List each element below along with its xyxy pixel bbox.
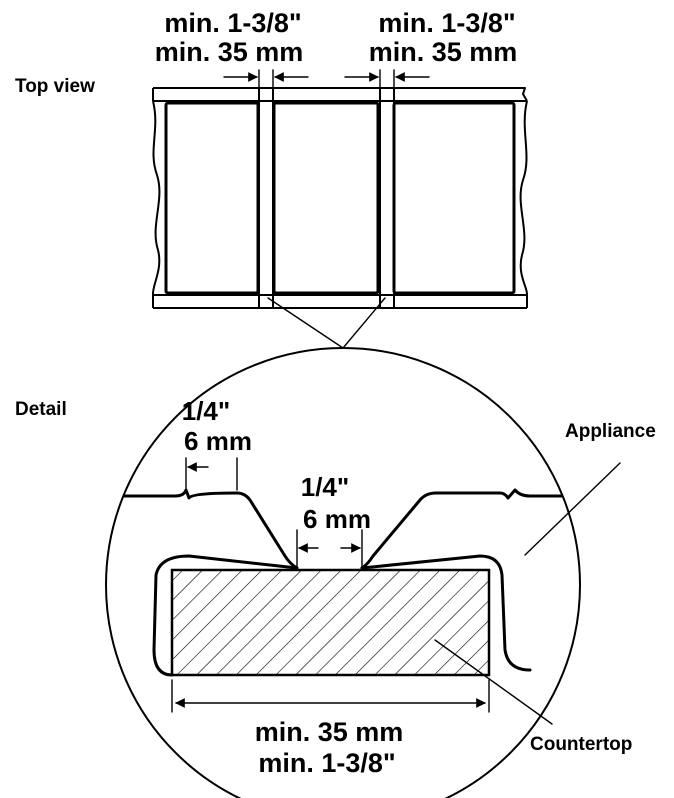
detail-dim-top-left-line2: 6 mm xyxy=(184,426,252,456)
detail-dim-top-left-arrows xyxy=(185,457,238,491)
top-dim-left-line1: min. 1-3/8" xyxy=(164,8,301,38)
detail-circle xyxy=(105,347,581,798)
countertop-label: Countertop xyxy=(530,734,632,755)
detail-label: Detail xyxy=(15,399,67,420)
appliance-leader xyxy=(524,462,621,556)
top-view-countertop xyxy=(151,87,529,309)
countertop-leader xyxy=(434,639,553,725)
appliance-label: Appliance xyxy=(565,421,656,442)
top-dim-right-line1: min. 1-3/8" xyxy=(378,8,515,38)
detail-dim-center-line1: 1/4" xyxy=(301,472,349,502)
detail-dim-bottom-arrows xyxy=(171,679,490,713)
top-view-label: Top view xyxy=(15,76,95,97)
top-dimension-arrows xyxy=(223,69,430,101)
top-dim-left-line2: min. 35 mm xyxy=(155,37,304,67)
detail-dim-top-left-line1: 1/4" xyxy=(182,396,230,426)
detail-dim-center-line2: 6 mm xyxy=(303,504,371,534)
detail-dim-center-arrows xyxy=(296,529,363,569)
top-dim-right-line2: min. 35 mm xyxy=(369,37,518,67)
detail-contents xyxy=(108,488,580,677)
top-view-appliances xyxy=(164,88,516,308)
detail-dim-bottom-line1: min. 35 mm xyxy=(255,717,404,747)
countertop-block xyxy=(170,568,491,677)
detail-leader-lines xyxy=(267,297,386,349)
detail-dim-bottom-line2: min. 1-3/8" xyxy=(258,748,395,778)
